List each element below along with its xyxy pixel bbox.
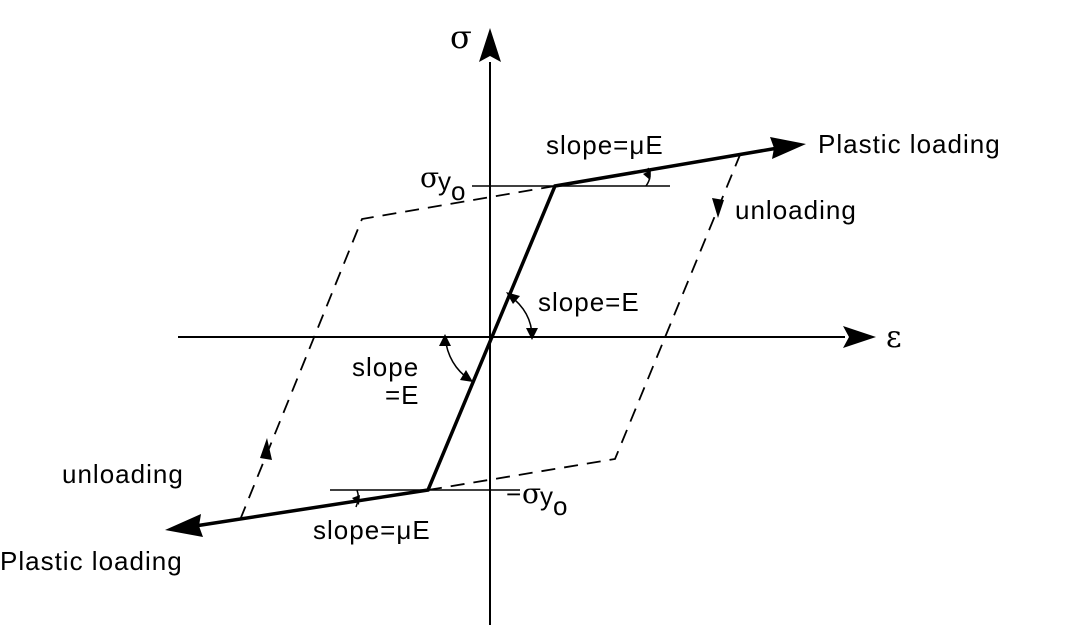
plastic-loading-arrowhead-upper [770,137,806,159]
stress-axis-label: σ [450,18,472,56]
slope-e-arc-arrow-upper-end [526,328,538,340]
slope-mu-e-arc-arrow-lower [352,495,360,505]
unloading-label-lower: unloading [62,459,184,489]
yield-stress-positive-label: σ y o [420,161,466,206]
slope-mu-e-label-upper: slope=μE [546,130,664,160]
dashed-unloading-path-left [239,185,556,521]
yield-positive-subsubscript: o [451,176,466,206]
slope-e-arc-arrow-lower-end [460,370,473,382]
stress-axis-arrowhead [479,28,501,62]
slope-e-label-lower-line1: slope [352,352,419,382]
plastic-loading-arrowhead-lower [165,514,203,537]
unloading-arrow-lower [260,438,272,460]
slope-e-label-lower-line2: =E [385,380,420,410]
plastic-loading-label-upper: Plastic loading [818,129,1001,159]
elastic-plastic-curve [194,146,779,528]
yield-negative-subsubscript: o [553,491,568,521]
yield-negative-symbol: σ [522,477,541,510]
yield-negative-prefix: − [506,479,522,509]
slope-e-label-upper: slope=E [538,287,640,317]
yield-stress-negative-label: − σ y o [506,477,568,521]
yield-negative-subscript: y [540,481,554,511]
strain-axis-label: ε [886,320,902,355]
dashed-unloading-path-right [427,149,743,491]
slope-e-arc-arrow-upper [506,292,520,304]
yield-positive-subscript: y [438,166,452,196]
plastic-loading-label-lower: Plastic loading [0,546,183,576]
yield-positive-symbol: σ [420,161,439,194]
slope-mu-e-arc-arrow-upper [643,170,651,180]
slope-mu-e-label-lower: slope=μE [313,515,431,545]
unloading-arrow-upper [712,198,724,218]
strain-axis-arrowhead [843,326,876,348]
slope-e-arc-arrow-lower-start [439,334,451,346]
unloading-label-upper: unloading [735,195,857,225]
